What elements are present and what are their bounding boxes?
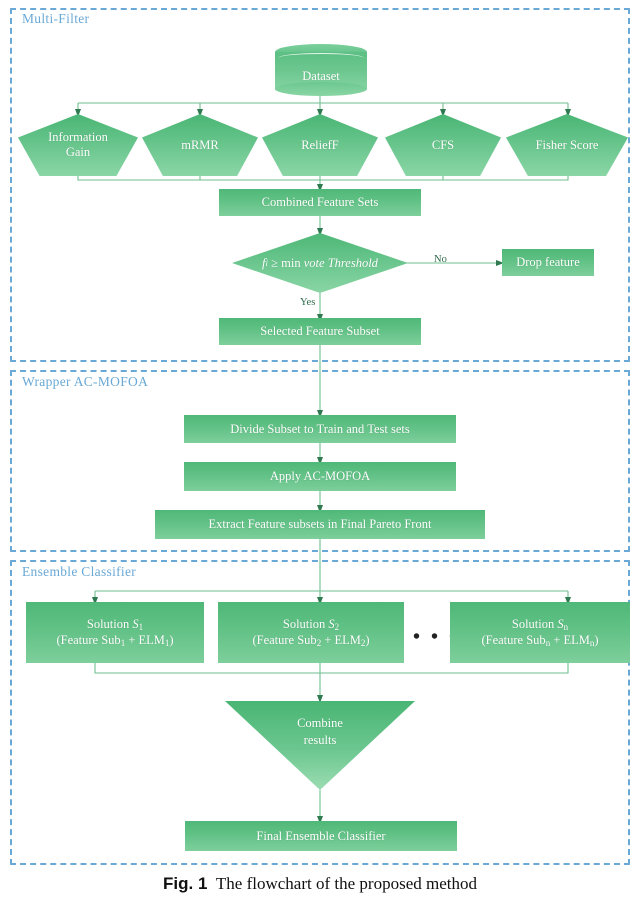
solution-node-2: Solution S2 (Feature Sub2 + ELM2): [218, 602, 404, 663]
solution-node-n: Solution Sn (Feature Subn + ELMn): [450, 602, 630, 663]
combine-results-node: Combine results: [225, 701, 415, 790]
selected-feature-subset-label: Selected Feature Subset: [260, 324, 380, 339]
filter-label-information-gain: Information Gain: [48, 130, 108, 159]
wrapper-step-divide-subset-label: Divide Subset to Train and Test sets: [230, 421, 410, 436]
cylinder-bottom: [275, 82, 367, 96]
wrapper-step-apply-acmofoa-label: Apply AC-MOFOA: [269, 469, 371, 484]
solutions-ellipsis: • • •: [413, 626, 460, 648]
edge-label-yes: Yes: [300, 297, 316, 308]
section-label-multi-filter: Multi-Filter: [22, 11, 90, 26]
wrapper-step-divide-subset: Divide Subset to Train and Test sets: [184, 415, 456, 443]
final-ensemble-classifier-node: Final Ensemble Classifier: [185, 821, 457, 851]
figure-caption-text: The flowchart of the proposed method: [215, 874, 477, 893]
dataset-node: Dataset: [275, 44, 367, 96]
solution-detail-1: (Feature Sub1 + ELM1): [56, 632, 174, 648]
final-ensemble-classifier-label: Final Ensemble Classifier: [256, 828, 386, 843]
section-label-ensemble: Ensemble Classifier: [22, 564, 137, 579]
wrapper-step-extract-pareto: Extract Feature subsets in Final Pareto …: [155, 510, 485, 539]
wrapper-step-extract-pareto-label: Extract Feature subsets in Final Pareto …: [208, 517, 432, 532]
solution-detail-2: (Feature Sub2 + ELM2): [252, 632, 370, 648]
section-wrapper: [10, 370, 630, 552]
filter-label-mrmr: mRMR: [181, 137, 219, 152]
solution-title-n: Solution Sn: [511, 616, 569, 632]
decision-operator: ≥: [271, 255, 279, 270]
decision-rest-italic: vote Threshold: [303, 255, 378, 270]
combined-feature-sets-node: Combined Feature Sets: [219, 189, 421, 216]
combined-feature-sets-label: Combined Feature Sets: [261, 195, 379, 210]
section-multi-filter: [10, 8, 630, 362]
filter-label-relieff: ReliefF: [301, 137, 339, 152]
figure-caption-prefix: Fig. 1: [163, 874, 208, 893]
decision-rest-plain: min: [281, 255, 301, 270]
selected-feature-subset-node: Selected Feature Subset: [219, 318, 421, 345]
drop-feature-label: Drop feature: [516, 255, 580, 270]
combine-results-label: Combine results: [297, 716, 343, 747]
figure-caption: Fig. 1 The flowchart of the proposed met…: [0, 874, 640, 894]
dataset-label: Dataset: [302, 69, 340, 83]
section-ensemble: [10, 560, 630, 865]
drop-feature-node: Drop feature: [502, 249, 594, 276]
filter-label-cfs: CFS: [431, 137, 455, 152]
solution-title-1: Solution S1: [86, 616, 144, 632]
solution-node-1: Solution S1 (Feature Sub1 + ELM1): [26, 602, 204, 663]
decision-symbol: f: [262, 255, 266, 270]
edge-label-no: No: [434, 254, 447, 265]
filter-label-fisher-score: Fisher Score: [535, 137, 599, 152]
section-label-wrapper: Wrapper AC-MOFOA: [22, 374, 149, 389]
cylinder-ring: [278, 53, 364, 63]
solution-detail-n: (Feature Subn + ELMn): [481, 632, 599, 648]
decision-symbol-subscript: i: [265, 258, 269, 268]
wrapper-step-apply-acmofoa: Apply AC-MOFOA: [184, 462, 456, 491]
solution-title-2: Solution S2: [282, 616, 340, 632]
